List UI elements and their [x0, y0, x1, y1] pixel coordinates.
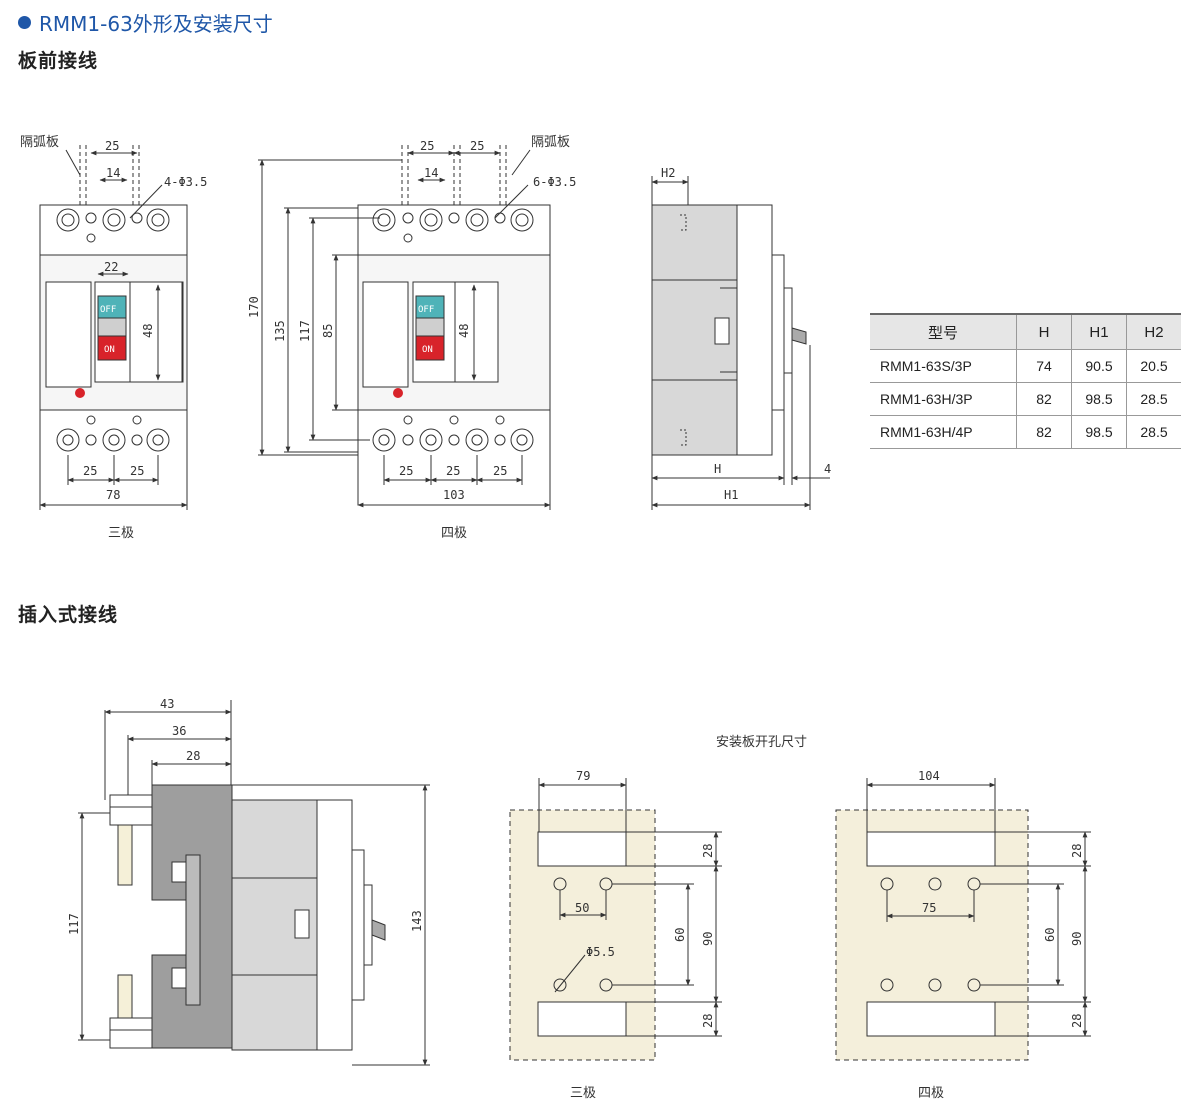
dim-side-h2: H2 [661, 166, 675, 180]
off-label-3p: OFF [100, 305, 116, 315]
terminal-screws-bottom-4p [372, 415, 534, 452]
dim-panel3p-pitch: 50 [575, 901, 589, 915]
off-label-4p: OFF [418, 305, 434, 315]
dim-plugin-36: 36 [172, 724, 186, 738]
cell-h1: 98.5 [1071, 415, 1127, 449]
dim-4p-h-85: 85 [321, 324, 335, 338]
table-row: RMM1-63H/4P 82 98.5 28.5 [870, 415, 1181, 449]
plugin-side-view [78, 700, 430, 1066]
label-panel-three-pole: 三极 [570, 1086, 596, 1101]
on-label-3p: ON [104, 345, 115, 355]
dim-4p-handle-h: 48 [457, 324, 471, 338]
dim-4p-pitch-b: 25 [446, 464, 460, 478]
dim-3p-handle-h: 48 [141, 324, 155, 338]
terminal-screws-bottom-3p [56, 415, 170, 452]
col-h2: H2 [1126, 313, 1181, 350]
dim-panel3p-28-top: 28 [701, 844, 715, 858]
spec-table: 型号 H H1 H2 RMM1-63S/3P 74 90.5 20.5 RMM1… [870, 313, 1181, 449]
dim-panel4p-w: 104 [918, 769, 940, 783]
spec-table-header: 型号 H H1 H2 [870, 313, 1181, 350]
label-holes-4p: 6-Φ3.5 [533, 175, 576, 189]
dim-4p-pitch-c: 25 [493, 464, 507, 478]
section-front-wiring: 板前接线 [18, 50, 99, 72]
bullet-icon [18, 16, 31, 29]
dim-4p-pitch-top-b: 25 [470, 139, 484, 153]
side-view [651, 176, 830, 510]
dim-plugin-43: 43 [160, 697, 174, 711]
dim-4p-gap: 14 [424, 166, 438, 180]
col-h: H [1016, 313, 1072, 350]
dim-panel4p-90: 90 [1070, 932, 1084, 946]
dim-side-four: 4 [824, 462, 831, 476]
on-label-4p: ON [422, 345, 433, 355]
label-hole-dia: Φ5.5 [586, 945, 615, 959]
dim-3p-width: 78 [106, 488, 120, 502]
arc-barrier-label-3p: 隔弧板 [20, 135, 59, 150]
dim-4p-width: 103 [443, 488, 465, 502]
dim-3p-pitch-top: 25 [105, 139, 119, 153]
cell-h2: 28.5 [1126, 415, 1181, 449]
front-view-3p [39, 145, 188, 510]
dim-panel3p-60: 60 [673, 928, 687, 942]
cell-model: RMM1-63S/3P [870, 349, 1017, 383]
cell-h1: 90.5 [1071, 349, 1127, 383]
arc-barrier-label-4p: 隔弧板 [531, 135, 570, 150]
label-three-pole: 三极 [108, 526, 134, 541]
dim-panel4p-60: 60 [1043, 928, 1057, 942]
dim-3p-handle-w: 22 [104, 260, 118, 274]
dim-panel4p-28-bottom: 28 [1070, 1014, 1084, 1028]
cell-h: 82 [1016, 382, 1072, 416]
dim-4p-h-117: 117 [298, 320, 312, 342]
dim-plugin-143: 143 [410, 910, 424, 932]
section-plugin-wiring: 插入式接线 [18, 604, 119, 626]
page-title-text: RMM1-63外形及安装尺寸 [39, 12, 273, 36]
cell-h2: 20.5 [1126, 349, 1181, 383]
cell-model: RMM1-63H/4P [870, 415, 1017, 449]
dim-plugin-117: 117 [67, 913, 81, 935]
dim-side-h: H [714, 462, 721, 476]
label-four-pole: 四极 [441, 526, 467, 541]
dim-4p-h-135: 135 [273, 320, 287, 342]
dim-4p-h-total: 170 [247, 296, 261, 318]
dim-panel4p-28-top: 28 [1070, 844, 1084, 858]
col-h1: H1 [1071, 313, 1127, 350]
dim-panel4p-pitch: 75 [922, 901, 936, 915]
dim-4p-pitch-a: 25 [399, 464, 413, 478]
col-model: 型号 [870, 313, 1017, 350]
dim-panel3p-w: 79 [576, 769, 590, 783]
cell-model: RMM1-63H/3P [870, 382, 1017, 416]
dim-panel3p-90: 90 [701, 932, 715, 946]
label-panel-four-pole: 四极 [918, 1086, 944, 1101]
mount-holes-title: 安装板开孔尺寸 [716, 735, 807, 750]
table-row: RMM1-63S/3P 74 90.5 20.5 [870, 349, 1181, 383]
dim-plugin-28: 28 [186, 749, 200, 763]
page-title: RMM1-63外形及安装尺寸 [18, 8, 273, 37]
cell-h2: 28.5 [1126, 382, 1181, 416]
dim-3p-gap: 14 [106, 166, 120, 180]
dim-3p-pitch-bottom-a: 25 [83, 464, 97, 478]
dim-4p-pitch-top-a: 25 [420, 139, 434, 153]
dim-panel3p-28-bottom: 28 [701, 1014, 715, 1028]
cell-h: 74 [1016, 349, 1072, 383]
dim-3p-pitch-bottom-b: 25 [130, 464, 144, 478]
panel-cutout-3p [509, 778, 722, 1061]
table-row: RMM1-63H/3P 82 98.5 28.5 [870, 382, 1181, 416]
dim-side-h1: H1 [724, 488, 738, 502]
label-holes-3p: 4-Φ3.5 [164, 175, 207, 189]
cell-h: 82 [1016, 415, 1072, 449]
cell-h1: 98.5 [1071, 382, 1127, 416]
terminal-screws-top-3p [56, 208, 170, 243]
panel-cutout-4p [835, 778, 1091, 1061]
front-view-4p [258, 145, 551, 510]
